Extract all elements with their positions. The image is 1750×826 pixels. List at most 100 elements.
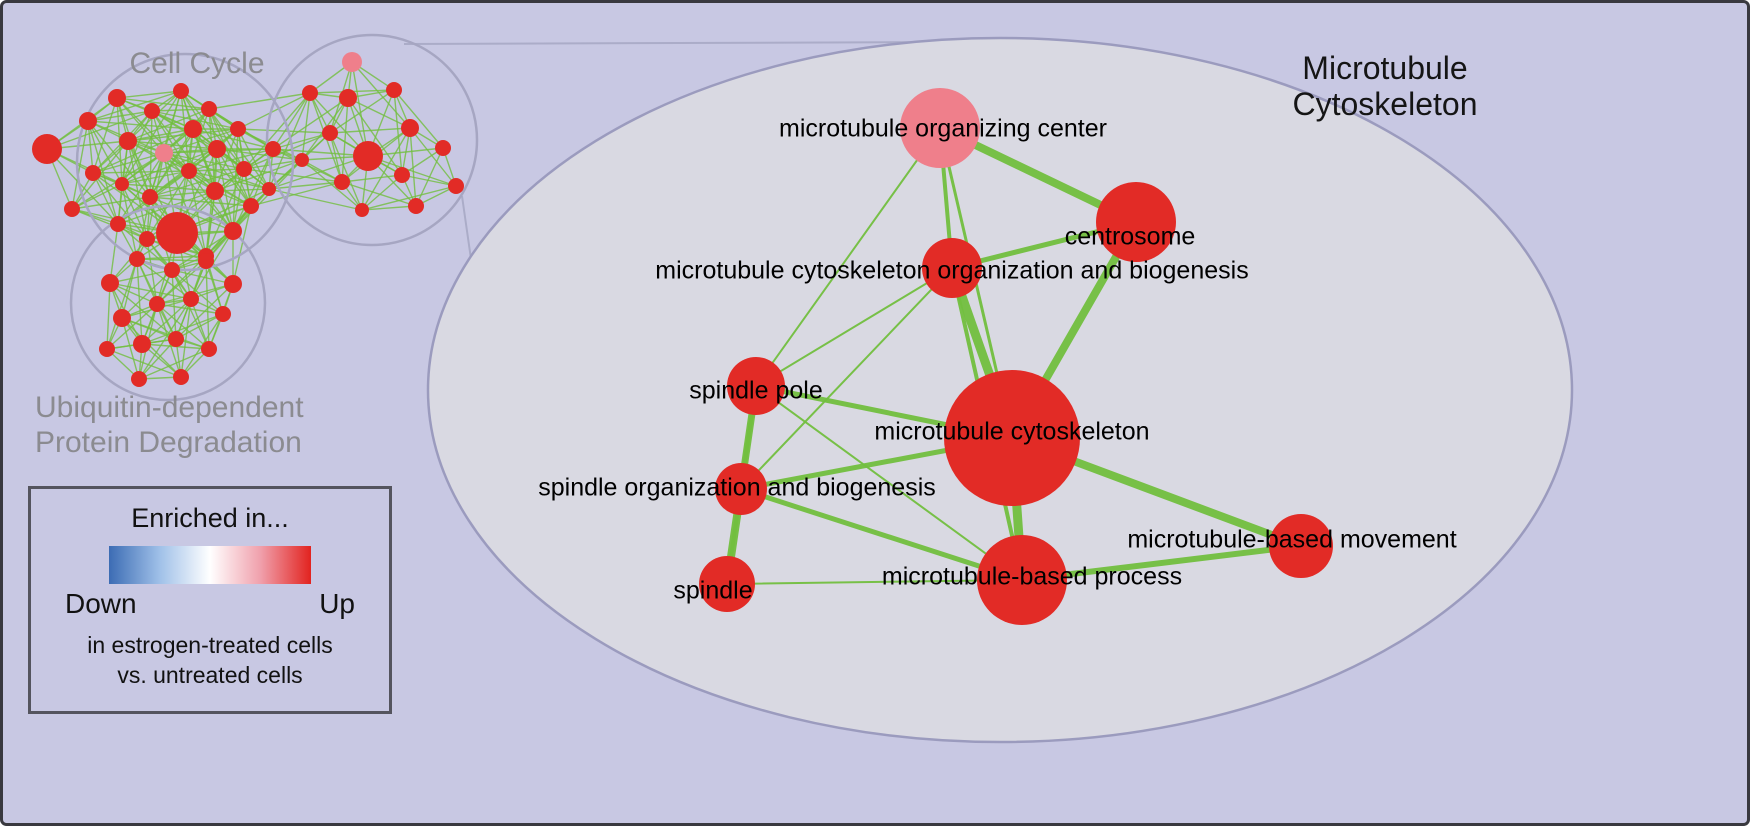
- overview-edge: [106, 258, 138, 350]
- edge-mco-sorg[interactable]: [740, 267, 953, 490]
- overview-node[interactable]: [408, 198, 424, 214]
- overview-node[interactable]: [208, 140, 226, 158]
- overview-node[interactable]: [236, 161, 252, 177]
- ubiquitin-cluster-label-line1: Ubiquitin-dependent: [35, 391, 304, 424]
- overview-edge: [171, 269, 177, 340]
- node-sorg[interactable]: [715, 463, 767, 515]
- overview-node[interactable]: [184, 120, 202, 138]
- overview-edge: [301, 159, 363, 211]
- overview-node[interactable]: [99, 341, 115, 357]
- overview-node[interactable]: [156, 212, 198, 254]
- overview-node[interactable]: [342, 52, 362, 72]
- overview-node[interactable]: [302, 85, 318, 101]
- edge-spole-mproc[interactable]: [755, 385, 1023, 581]
- node-spindle[interactable]: [699, 556, 755, 612]
- overview-node[interactable]: [339, 89, 357, 107]
- overview-edge: [272, 92, 311, 150]
- overview-node[interactable]: [168, 331, 184, 347]
- overview-node[interactable]: [353, 141, 383, 171]
- cluster-circle-cell-cycle: [75, 52, 295, 272]
- overview-node[interactable]: [265, 141, 281, 157]
- overview-node[interactable]: [32, 134, 62, 164]
- overview-node[interactable]: [394, 167, 410, 183]
- overview-node[interactable]: [201, 101, 217, 117]
- overview-node[interactable]: [144, 103, 160, 119]
- overview-node[interactable]: [164, 262, 180, 278]
- overview-edge: [121, 269, 173, 319]
- overview-node[interactable]: [108, 89, 126, 107]
- node-centrosome[interactable]: [1096, 182, 1176, 262]
- overview-edge: [121, 317, 182, 378]
- overview-node[interactable]: [149, 296, 165, 312]
- overview-node[interactable]: [115, 177, 129, 191]
- overview-node[interactable]: [113, 309, 131, 327]
- overview-edge: [192, 128, 274, 150]
- overview-node[interactable]: [64, 201, 80, 217]
- overview-edge: [214, 128, 239, 192]
- overview-node[interactable]: [79, 112, 97, 130]
- overview-node[interactable]: [198, 253, 214, 269]
- overview-node[interactable]: [129, 251, 145, 267]
- overview-node[interactable]: [206, 182, 224, 200]
- overview-node[interactable]: [334, 174, 350, 190]
- overview-node[interactable]: [448, 178, 464, 194]
- node-moc[interactable]: [900, 88, 980, 168]
- overview-node[interactable]: [85, 165, 101, 181]
- overview-node[interactable]: [119, 132, 137, 150]
- overview-node[interactable]: [155, 144, 173, 162]
- overview-node[interactable]: [243, 198, 259, 214]
- overview-node[interactable]: [139, 231, 155, 247]
- overview-node[interactable]: [101, 274, 119, 292]
- legend-title: Enriched in...: [131, 503, 289, 533]
- edge-sorg-mproc[interactable]: [738, 486, 1025, 583]
- overview-edge: [87, 110, 153, 122]
- edge-spindle-mproc[interactable]: [726, 579, 1023, 585]
- node-mmove[interactable]: [1269, 514, 1333, 578]
- overview-edge: [116, 90, 182, 99]
- overview-node[interactable]: [133, 335, 151, 353]
- overview-node[interactable]: [181, 163, 197, 179]
- overview-edge: [109, 223, 119, 284]
- node-mcyto[interactable]: [944, 370, 1080, 506]
- overview-node[interactable]: [224, 222, 242, 240]
- node-spole[interactable]: [727, 357, 785, 415]
- node-label-spole: spindle pole: [689, 377, 822, 405]
- edge-mco-spole[interactable]: [755, 267, 953, 387]
- overview-node[interactable]: [355, 203, 369, 217]
- overview-node[interactable]: [201, 341, 217, 357]
- overview-node[interactable]: [435, 140, 451, 156]
- overview-node[interactable]: [110, 216, 126, 232]
- overview-cluster-circles: [69, 33, 479, 402]
- cluster-circle-ubiquitin: [69, 204, 267, 402]
- overview-node[interactable]: [262, 182, 276, 196]
- overview-node[interactable]: [224, 275, 242, 293]
- node-label-spindle: spindle: [673, 577, 752, 605]
- overview-edge: [180, 298, 192, 378]
- overview-node[interactable]: [386, 82, 402, 98]
- overview-edge: [341, 97, 349, 183]
- overview-edge: [268, 155, 369, 190]
- overview-edge: [205, 260, 210, 350]
- overview-edge: [409, 127, 457, 187]
- overview-node[interactable]: [173, 369, 189, 385]
- overview-edge: [301, 92, 311, 161]
- edge-moc-spole[interactable]: [755, 127, 941, 387]
- overview-node[interactable]: [215, 306, 231, 322]
- overview-node[interactable]: [142, 189, 158, 205]
- overview-edge: [415, 147, 444, 207]
- edge-mproc-mmove[interactable]: [1019, 543, 1304, 583]
- overview-edge: [71, 196, 151, 210]
- overview-edge: [232, 168, 245, 232]
- overview-edge: [121, 183, 138, 260]
- overview-node[interactable]: [401, 119, 419, 137]
- overview-node[interactable]: [183, 291, 199, 307]
- overview-node[interactable]: [322, 125, 338, 141]
- node-mco[interactable]: [922, 238, 982, 298]
- overview-node[interactable]: [173, 83, 189, 99]
- overview-node[interactable]: [230, 121, 246, 137]
- overview-edge: [237, 92, 311, 130]
- overview-edge: [272, 148, 343, 183]
- overview-node[interactable]: [131, 371, 147, 387]
- node-mproc[interactable]: [977, 535, 1067, 625]
- overview-node[interactable]: [295, 153, 309, 167]
